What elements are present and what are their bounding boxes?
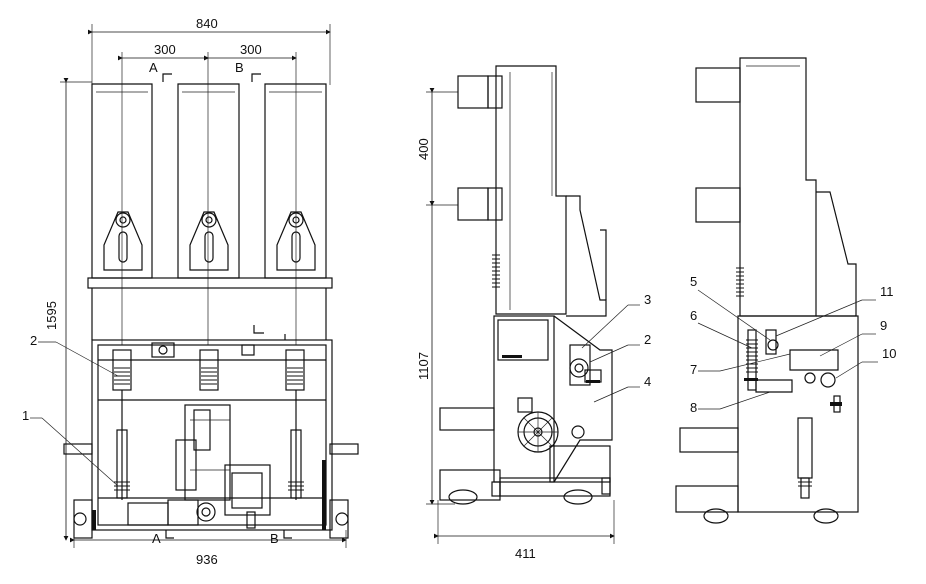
dimension-840-label: 840 bbox=[196, 16, 218, 31]
callout-11: 11 bbox=[775, 284, 894, 337]
dimension-1595: 1595 bbox=[44, 78, 92, 541]
callout-3: 3 bbox=[581, 292, 651, 349]
svg-text:4: 4 bbox=[644, 374, 651, 389]
svg-text:6: 6 bbox=[690, 308, 697, 323]
section-mark-a-top: A bbox=[149, 60, 158, 75]
dimension-300-left-label: 300 bbox=[154, 42, 176, 57]
callout-8: 8 bbox=[690, 391, 771, 415]
dimension-1595-label: 1595 bbox=[44, 301, 59, 330]
dimension-840: 840 bbox=[88, 16, 331, 85]
pole-housing-center bbox=[177, 83, 240, 345]
dimension-1107-label: 1107 bbox=[416, 352, 431, 380]
section-view: 5 6 7 8 9 10 11 bbox=[675, 57, 896, 524]
svg-text:1: 1 bbox=[22, 408, 29, 423]
front-view: 840 300 300 A B 1595 bbox=[22, 16, 359, 567]
section-mark-b-top: B bbox=[235, 60, 244, 75]
support-plate bbox=[87, 277, 333, 289]
pole-housing-left bbox=[91, 83, 153, 345]
callout-5: 5 bbox=[690, 274, 771, 341]
callout-10: 10 bbox=[835, 346, 896, 379]
dimension-936-label: 936 bbox=[196, 552, 218, 567]
dimension-411-label: 411 bbox=[515, 546, 536, 561]
callout-1: 1 bbox=[22, 408, 119, 487]
svg-text:2: 2 bbox=[644, 332, 651, 347]
section-mark-b-bottom: B bbox=[270, 531, 279, 546]
dimension-400: 400 bbox=[416, 88, 458, 206]
callout-9: 9 bbox=[819, 318, 887, 357]
callout-2-front: 2 bbox=[30, 333, 119, 377]
svg-text:11: 11 bbox=[880, 284, 894, 299]
lower-terminal bbox=[457, 187, 489, 221]
side-view: 400 1107 bbox=[416, 65, 651, 561]
dimension-300-right-label: 300 bbox=[240, 42, 262, 57]
dimension-936: 936 bbox=[70, 530, 347, 567]
pole-housing-right bbox=[264, 83, 327, 345]
svg-text:5: 5 bbox=[690, 274, 697, 289]
lower-frame bbox=[63, 339, 359, 539]
callout-6: 6 bbox=[690, 308, 753, 349]
dimension-300-pair: 300 300 bbox=[118, 42, 297, 90]
svg-text:10: 10 bbox=[882, 346, 896, 361]
dimension-1107: 1107 bbox=[416, 201, 455, 505]
callout-7: 7 bbox=[690, 353, 791, 377]
callout-4: 4 bbox=[593, 374, 651, 403]
dimension-400-label: 400 bbox=[416, 138, 431, 160]
svg-text:3: 3 bbox=[644, 292, 651, 307]
upper-terminal bbox=[457, 75, 489, 109]
svg-text:2: 2 bbox=[30, 333, 37, 348]
section-mark-a-bottom: A bbox=[152, 531, 161, 546]
callout-2-side: 2 bbox=[589, 332, 651, 363]
svg-text:7: 7 bbox=[690, 362, 697, 377]
dimension-411: 411 bbox=[434, 500, 615, 561]
svg-text:9: 9 bbox=[880, 318, 887, 333]
svg-text:8: 8 bbox=[690, 400, 697, 415]
